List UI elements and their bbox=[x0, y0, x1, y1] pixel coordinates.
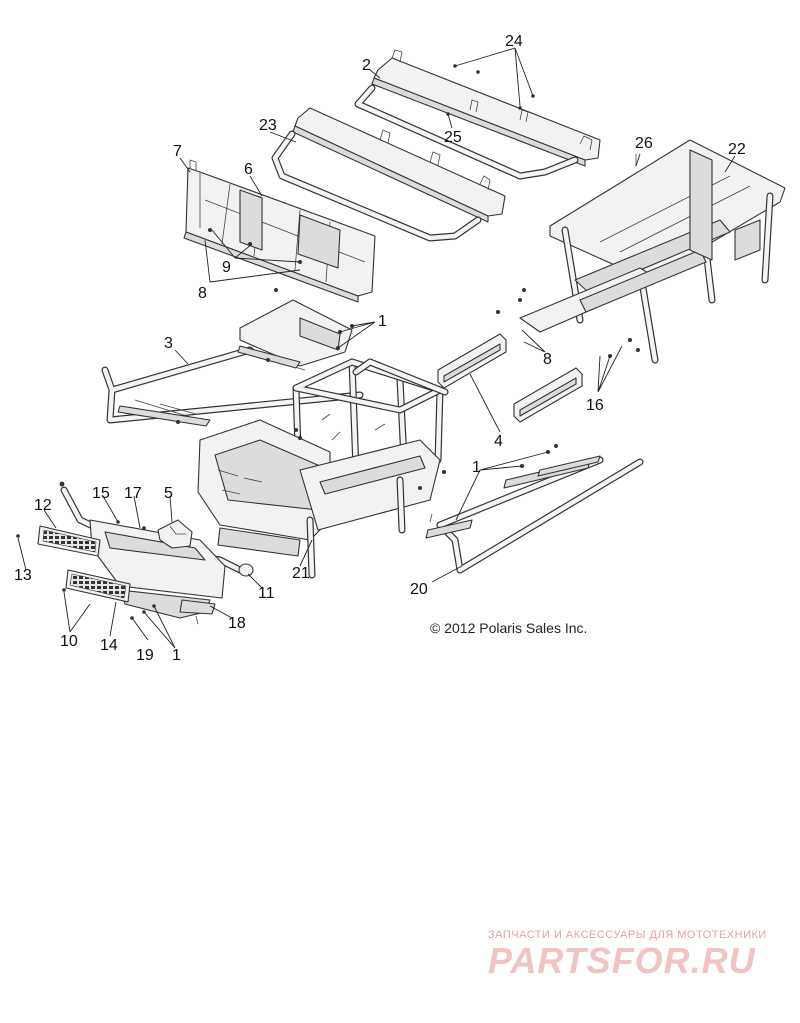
callout-1-bumper: 1 bbox=[172, 647, 181, 664]
callout-1-floor: 1 bbox=[378, 313, 387, 330]
callout-1-rail: 1 bbox=[472, 459, 481, 476]
callout-3: 3 bbox=[164, 335, 173, 352]
callout-20: 20 bbox=[410, 581, 428, 598]
callout-16: 16 bbox=[586, 397, 604, 414]
callout-8-rear: 8 bbox=[543, 351, 552, 368]
callout-21: 21 bbox=[292, 565, 310, 582]
callout-labels: 24 2 25 23 7 6 9 8 1 3 26 22 8 16 4 1 20… bbox=[14, 33, 746, 664]
part-22-rear-frame bbox=[519, 139, 786, 364]
callout-24: 24 bbox=[505, 33, 523, 50]
callout-26: 26 bbox=[635, 135, 653, 152]
part-3-floor-frame bbox=[101, 299, 364, 427]
callout-14: 14 bbox=[100, 637, 118, 654]
part-14-grille-lower bbox=[65, 569, 131, 603]
copyright-notice: © 2012 Polaris Sales Inc. bbox=[430, 620, 588, 636]
callout-4: 4 bbox=[494, 433, 503, 450]
callout-17: 17 bbox=[124, 485, 142, 502]
callout-12: 12 bbox=[34, 497, 52, 514]
callout-13: 13 bbox=[14, 567, 32, 584]
callout-15: 15 bbox=[92, 485, 110, 502]
part-23-cargo-frame bbox=[271, 107, 506, 242]
callout-6: 6 bbox=[244, 161, 253, 178]
leader-lines bbox=[17, 47, 736, 649]
hardware-fasteners bbox=[16, 64, 640, 620]
callout-10: 10 bbox=[60, 633, 78, 650]
part-12-grille-upper bbox=[37, 525, 101, 557]
part-20-side-rail-frame bbox=[425, 455, 644, 574]
part-21-main-frame bbox=[197, 358, 449, 579]
callout-11: 11 bbox=[258, 585, 275, 602]
callout-25: 25 bbox=[444, 129, 462, 146]
watermark-logo: PARTSFOR.RU bbox=[488, 940, 756, 981]
callout-8-front: 8 bbox=[198, 285, 207, 302]
callout-5: 5 bbox=[164, 485, 173, 502]
callout-2: 2 bbox=[362, 57, 371, 74]
callout-7: 7 bbox=[173, 143, 182, 160]
part-2-cargo-bed-frame bbox=[354, 49, 601, 180]
watermark-tagline: ЗАПЧАСТИ И АКСЕССУАРЫ ДЛЯ МОТОТЕХНИКИ bbox=[488, 929, 767, 941]
callout-19: 19 bbox=[136, 647, 154, 664]
part-5-bracket bbox=[157, 519, 193, 549]
callout-9: 9 bbox=[222, 259, 231, 276]
callout-18: 18 bbox=[228, 615, 246, 632]
callout-23: 23 bbox=[259, 117, 277, 134]
callout-22: 22 bbox=[728, 141, 746, 158]
part-4-channel-rails bbox=[437, 333, 583, 423]
part-18-skid-plate bbox=[179, 599, 216, 625]
